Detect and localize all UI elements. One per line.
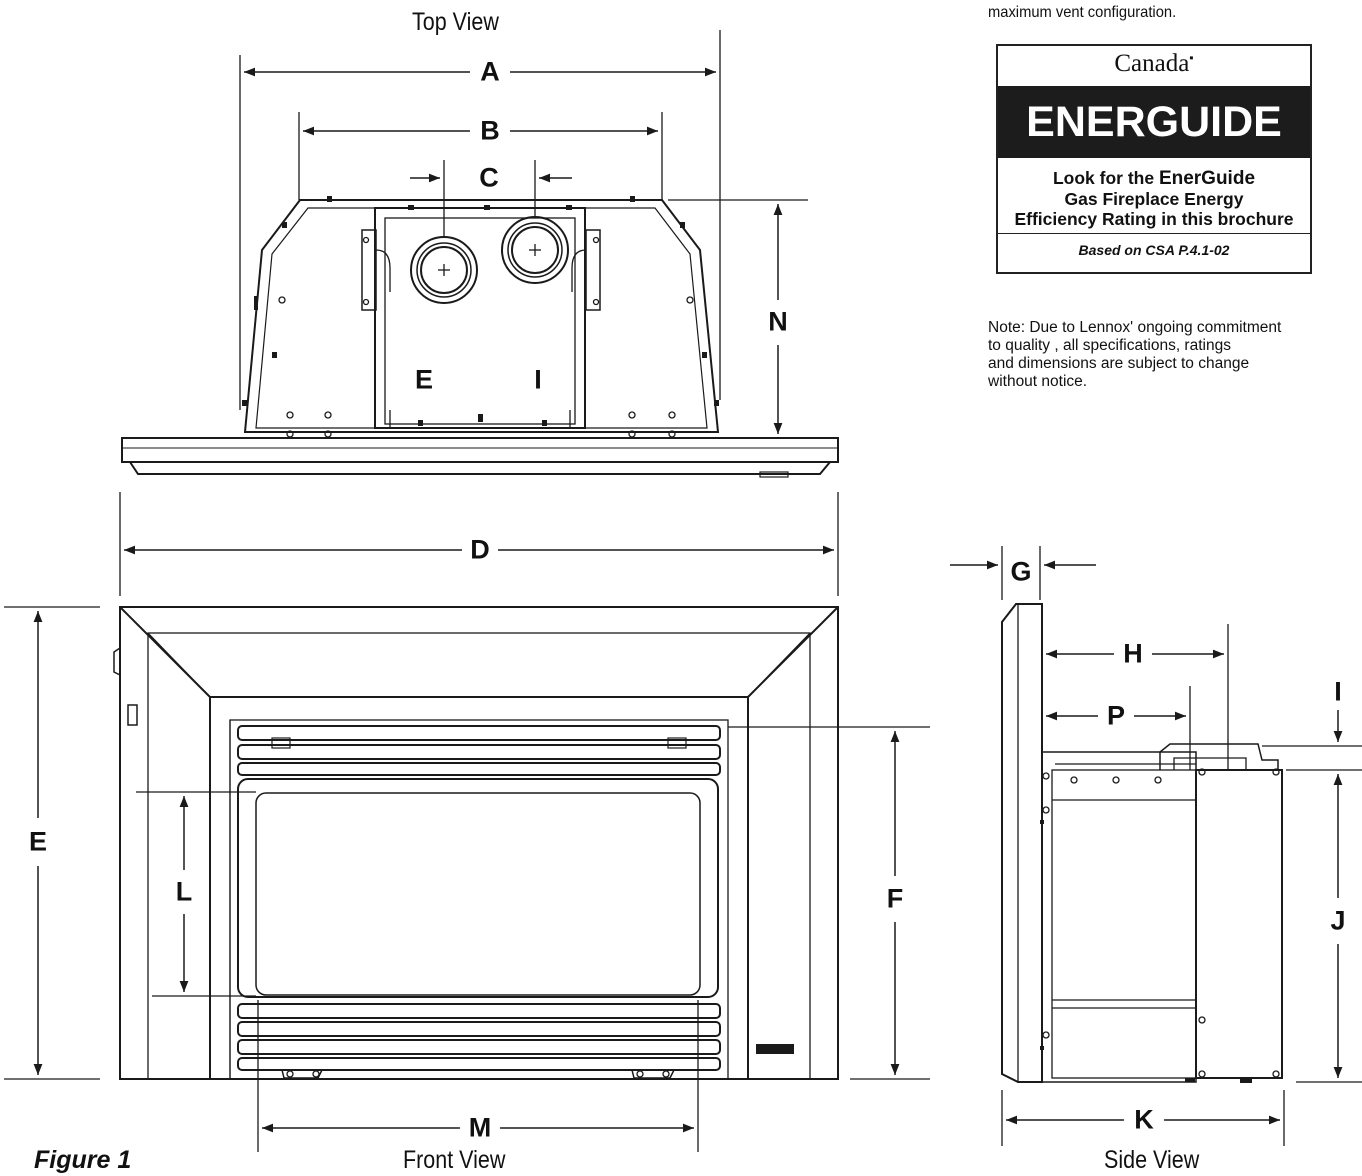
d-dimension <box>119 492 839 596</box>
front-view-drawing <box>4 606 930 1152</box>
dim-label-f: F <box>883 885 907 913</box>
side-view-title: Side View <box>1104 1146 1200 1174</box>
energuide-line3: Efficiency Rating in this brochure <box>1014 209 1294 229</box>
front-view-title: Front View <box>403 1146 506 1174</box>
dim-label-i: I <box>1334 676 1342 707</box>
side-view-drawing <box>1001 546 1362 1146</box>
energuide-line2: Gas Fireplace Energy <box>1064 189 1244 209</box>
dim-label-i-top: I <box>534 364 542 395</box>
dim-label-p: P <box>1103 702 1129 730</box>
side-view-dimensions <box>950 560 1343 1125</box>
dim-label-g: G <box>1007 558 1035 586</box>
energuide-divider <box>998 233 1310 234</box>
energuide-band: ENERGUIDE <box>998 86 1310 158</box>
note-line2: to quality , all specifications, ratings <box>988 337 1231 354</box>
dim-label-a: A <box>477 58 503 86</box>
maple-flag-icon: ▪ <box>1189 50 1194 65</box>
header-note: maximum vent configuration. <box>988 4 1177 21</box>
dim-label-j: J <box>1327 907 1349 935</box>
energuide-footer: Based on CSA P.4.1-02 <box>1078 242 1230 258</box>
energuide-label: Canada▪ ENERGUIDE Look for the EnerGuide… <box>996 44 1312 274</box>
dim-label-m: M <box>465 1114 495 1142</box>
dim-label-k: K <box>1131 1106 1157 1134</box>
dim-label-l: L <box>172 878 196 906</box>
note-line4: without notice. <box>988 373 1088 390</box>
dim-label-b: B <box>477 117 503 145</box>
disclaimer-note: Note: Due to Lennox' ongoing commitment … <box>988 319 1328 391</box>
note-line3: and dimensions are subject to change <box>988 355 1250 372</box>
top-view-title: Top View <box>412 8 499 36</box>
dim-label-e: E <box>25 828 51 856</box>
note-line1: Note: Due to Lennox' ongoing commitment <box>988 319 1282 336</box>
dim-label-n: N <box>765 308 791 336</box>
energuide-line1: Look for the EnerGuide <box>1052 168 1256 189</box>
dim-label-h: H <box>1120 640 1146 668</box>
dim-label-c: C <box>476 164 502 192</box>
energuide-country: Canada▪ <box>1114 50 1194 77</box>
energuide-text: Look for the EnerGuide Gas Fireplace Ene… <box>998 168 1310 229</box>
figure-label: Figure 1 <box>34 1146 132 1174</box>
dim-label-d: D <box>467 536 493 564</box>
dim-label-e-top: E <box>414 364 434 395</box>
energuide-brand: ENERGUIDE <box>1026 98 1282 146</box>
top-view-drawing <box>121 30 839 478</box>
front-view-dimensions <box>33 611 900 1133</box>
